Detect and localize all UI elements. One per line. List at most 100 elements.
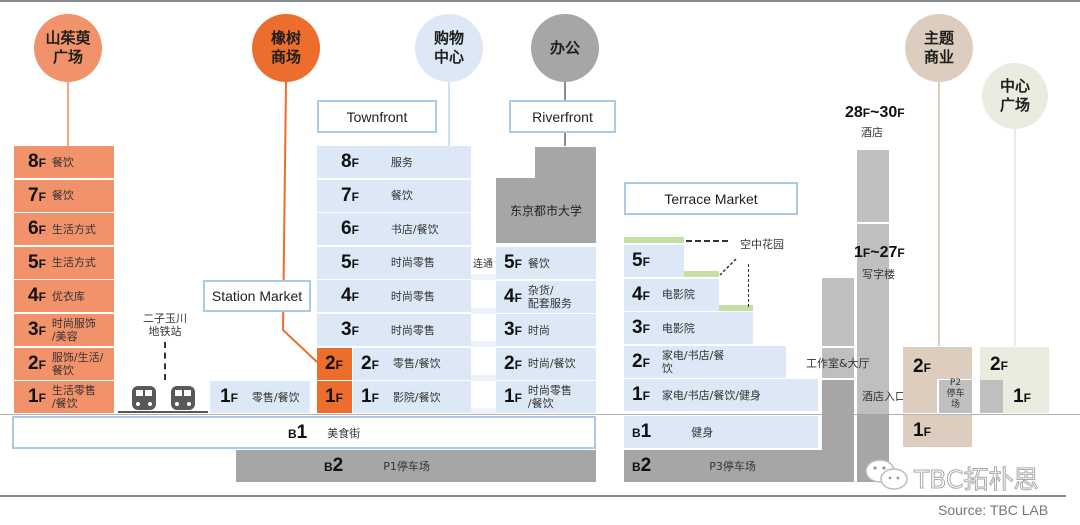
floor-label: 服饰/生活/ 餐饮 [51,350,104,377]
floor-label: 时尚零售 [390,289,435,303]
plaza-gray-block [980,380,1003,413]
category-shanzhuyu-circle: 山茱萸 广场 [34,14,102,82]
terrace-floor-3: 3F 电影院 [624,312,753,345]
floor-label: 优衣库 [51,289,85,303]
wechat-icon [864,458,912,498]
train-icon [170,385,196,416]
stem-zhongxin [1014,129,1016,346]
floor-number: 7F [28,184,46,206]
theme-floor-1 [903,415,972,447]
connector-bridge [471,341,496,348]
plaza-floor-2-number: 2F [990,354,1008,375]
basement-b1: B1 美食街 [12,416,596,449]
sky-garden-leader [748,264,749,307]
stem-gouwu [448,82,450,146]
floor-label: 生活零售 /餐饮 [51,384,96,411]
floor-number: B2 [324,455,344,476]
annex-upper-block [822,278,854,346]
sky-garden-strip [624,237,684,243]
source-label: Source: TBC LAB [938,502,1049,518]
floor-number: 2F [504,352,522,374]
floor-number: 3F [341,319,359,340]
floor-number: 3F [28,319,46,340]
category-bangong-circle: 办公 [531,14,599,82]
top-border [0,0,1080,2]
floor-label: 时尚 [527,323,550,337]
theme-floor-2-side [903,379,937,413]
floor-label: 时尚/餐饮 [527,357,576,371]
tower-office-block [857,224,889,414]
floor-number: 2F [28,352,46,374]
rail-track [118,411,208,413]
riverfront-floor-2: 2F 时尚/餐饮 [496,347,596,380]
ground-line [0,414,1080,415]
floor-number: 8F [28,151,46,172]
floor-label: 电影院 [661,321,695,335]
university-tower-top [535,147,596,179]
floor-number: 1F [220,386,238,407]
townfront-floor-3: 3F 时尚零售 [317,314,471,346]
terrace-market-label: Terrace Market [624,182,798,215]
floor-label: 电影院 [661,288,695,302]
theme-parking-label: P2 停车 场 [946,378,965,410]
riverfront-floor-5: 5F 餐饮 [496,247,596,279]
category-zhongxin-circle: 中心 广场 [982,63,1048,129]
floor-number: 1F [632,384,650,406]
category-gouwu-circle: 购物 中心 [415,14,483,82]
floor-label: 时尚服饰 /美容 [51,317,96,343]
floor-label: 餐饮 [51,189,74,203]
subway-station-label: 二子玉川 地铁站 [143,312,187,338]
floor-number: 5F [28,251,46,273]
floor-number: 1F [504,386,522,408]
theme-floor-2 [903,347,972,379]
shanzhuyu-floor-7: 7F 餐饮 [14,179,114,212]
floor-number: 1F [361,386,379,408]
hotel-floor-range: 28F~30F [845,104,905,121]
floor-label: 家电/书店/餐 饮 [661,348,725,375]
floor-number: 1F [325,386,343,408]
floor-number: 8F [341,151,359,172]
floor-label: 餐饮 [527,256,550,270]
floor-label: 时尚零售 [390,323,435,337]
floor-number: 4F [341,285,359,307]
floor-label: 书店/餐饮 [390,222,439,236]
sky-garden-label: 空中花园 [740,238,784,251]
floor-number: B1 [288,421,308,443]
annex-lower-block [822,380,854,482]
office-floor-range: 1F~27F [854,244,905,261]
station-market-label: Station Market [203,280,311,312]
connector-bridge [471,307,496,314]
oak-floor-1: 1F [317,381,352,414]
hotel-entrance-label: 酒店入口 [862,390,906,403]
office-label: 写字楼 [862,268,895,281]
floor-number: 3F [632,317,650,339]
bottom-border [0,495,1066,497]
terrace-floor-5: 5F [624,245,684,277]
floor-number: 2F [632,350,650,372]
townfront-floor-4: 4F 时尚零售 [317,280,471,313]
connector-bridge [471,408,496,415]
floor-number: 7F [341,184,359,206]
stem-zhuti [938,82,940,346]
riverfront-label: Riverfront [509,100,616,133]
floor-number: 5F [504,252,522,273]
floor-label: 生活方式 [51,222,96,236]
floor-label: 零售/餐饮 [392,357,441,371]
university-block: 东京都市大学 [496,178,596,243]
floor-label: 时尚零售 [390,256,435,270]
oak-floor-2: 2F [317,347,352,380]
hotel-label: 酒店 [861,126,883,139]
studio-lobby-label: 工作室&大厅 [806,357,870,370]
category-xiangshu-circle: 橡树 商场 [252,14,320,82]
